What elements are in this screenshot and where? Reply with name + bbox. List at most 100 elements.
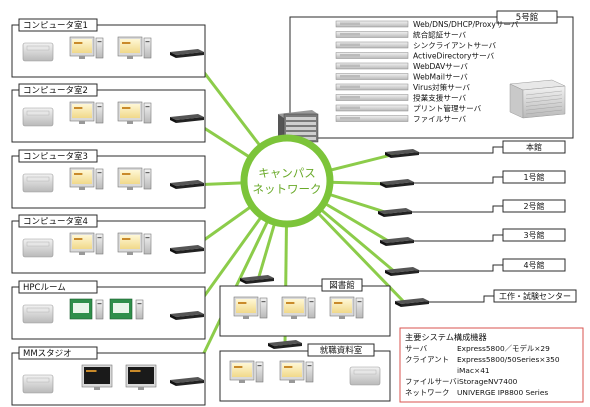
pc-tower-icon [143, 233, 152, 255]
server-name: WebDAVサーバ [413, 62, 468, 71]
building-label: 1号館 [523, 172, 544, 182]
monitor-screen [120, 170, 140, 184]
pc-tower-icon [143, 37, 152, 59]
rack-server-icon [335, 20, 409, 28]
storage-slot [525, 94, 563, 99]
legend-key: クライアント [405, 355, 449, 364]
legend-value: UNIVERGE IP8800 Series [457, 388, 548, 397]
switch-front [246, 278, 274, 284]
switch-side [380, 240, 386, 246]
tower-body [143, 233, 152, 255]
tower-body [305, 361, 314, 383]
rack-unit [335, 94, 409, 101]
campus-network-hub: キャンパス ネットワーク [240, 134, 334, 228]
pc-tower-icon [305, 361, 314, 383]
switch-side [268, 343, 274, 349]
printer-tray [26, 110, 50, 116]
pc-tower-icon [95, 299, 104, 320]
screen-window [286, 302, 295, 304]
hub-label-line1: キャンパス [258, 166, 316, 180]
switch-front [391, 152, 419, 158]
server-name: 授業支援サーバ [413, 93, 466, 103]
monitor-stand [291, 316, 297, 319]
switch-top [170, 114, 204, 120]
room-label-tab [18, 346, 98, 360]
printer-icon [22, 238, 54, 258]
screen-window [130, 370, 141, 372]
storage-slot [525, 109, 563, 115]
room-label: コンピュータ室4 [23, 216, 88, 227]
hub-ring [240, 134, 334, 228]
screen-window [234, 366, 243, 368]
network-switch-icon [268, 340, 302, 349]
monitor-screen [72, 39, 92, 53]
rack-unit [335, 83, 409, 91]
rack-unit [335, 20, 409, 28]
monitor-screen [232, 363, 252, 377]
labels: コンピュータ室1コンピュータ室2コンピュータ室3コンピュータ室4HPCルームMM… [23, 12, 571, 397]
monitor-screen [120, 235, 140, 249]
rack-server-icon [335, 62, 409, 70]
rack-unit-face [340, 54, 360, 57]
switch-top [170, 180, 204, 186]
monitor-stand [79, 252, 85, 255]
monitor-stand [243, 316, 249, 319]
library-tab [321, 278, 363, 292]
monitor-icon [69, 167, 95, 190]
rack-unit-face [340, 43, 360, 46]
monitor-screen [282, 363, 302, 377]
room-label-tab [18, 214, 98, 228]
building-connector [414, 176, 503, 184]
switch-front [401, 301, 429, 307]
tower-body [143, 168, 152, 190]
building-tag-frame [493, 289, 577, 303]
monitor-screen [332, 299, 352, 313]
screen-window [122, 42, 131, 44]
printer-tray [26, 241, 50, 247]
rack-unit [335, 104, 409, 112]
switch-side [378, 211, 384, 217]
monitor-icon [117, 232, 143, 255]
printer-tray [26, 307, 50, 313]
screen-window [86, 370, 97, 372]
storage-slot [525, 90, 563, 96]
printer-tray [26, 45, 50, 51]
monitor-icon [329, 296, 355, 319]
core-card [286, 127, 316, 130]
monitor-stand [138, 387, 144, 390]
rack-unit-face [340, 117, 360, 120]
rack-unit [335, 52, 409, 59]
monitor-screen [236, 299, 256, 313]
switch-side [170, 183, 176, 189]
switch-front [176, 314, 204, 320]
pc-tower-icon [95, 168, 104, 190]
monitor-icon [233, 296, 259, 319]
server-name: ActiveDirectoryサーバ [413, 52, 495, 61]
building-tag [419, 140, 566, 154]
switch-front [386, 182, 414, 188]
legend-value: iMac×41 [457, 366, 490, 375]
switch-front [176, 117, 204, 123]
screen-window [284, 366, 293, 368]
monitor-icon [117, 101, 143, 124]
building-tag [412, 199, 566, 213]
building-tag-frame [502, 170, 566, 184]
legend-frame [399, 327, 584, 403]
switch-top [268, 340, 302, 346]
pc-tower-icon [143, 102, 152, 124]
switch-side [380, 182, 386, 188]
legend-key: ファイルサーバ [405, 377, 457, 386]
pc-tower-icon [95, 102, 104, 124]
tower-drive [357, 301, 362, 303]
network-switch-icon [170, 311, 204, 320]
switch-top [385, 267, 419, 273]
switch-side [385, 270, 391, 276]
building-tag-frame [502, 228, 566, 242]
room-label: HPCルーム [23, 283, 66, 293]
screen-window [122, 238, 131, 240]
storage-slot [525, 106, 563, 111]
room-label: コンピュータ室2 [23, 85, 88, 96]
rack-unit-face [340, 85, 360, 88]
storage-array-icon [509, 79, 566, 119]
tower-body [143, 102, 152, 124]
